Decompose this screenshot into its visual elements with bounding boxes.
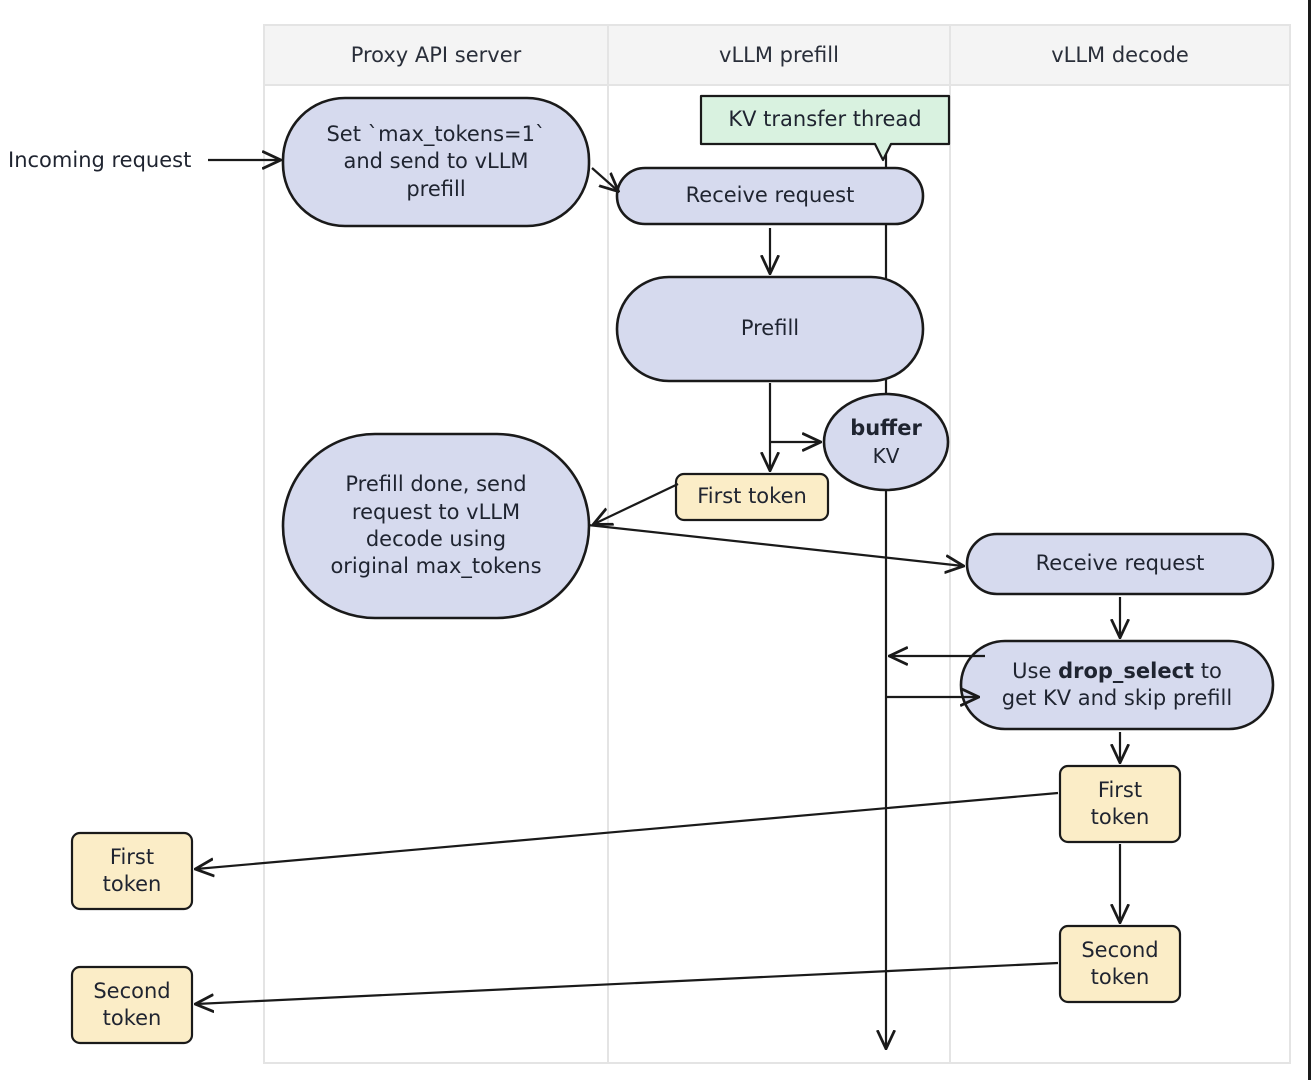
lane-title-proxy: Proxy API server — [350, 43, 522, 67]
decode-drop-select-shape — [959, 639, 1275, 731]
prefill-first-token-shape — [674, 472, 830, 522]
edges — [196, 160, 1120, 1004]
edge-proxy-to-prefill-receive — [591, 167, 618, 191]
decode-receive-request-shape — [965, 532, 1275, 596]
decode-first-token-shape — [1058, 764, 1182, 844]
edge-decode-second-token-out — [196, 961, 1059, 1004]
kv-transfer-thread-shape — [699, 94, 951, 162]
lane-title-prefill: vLLM prefill — [719, 43, 839, 67]
lane-title-decode: vLLM decode — [1051, 43, 1189, 67]
proxy-set-max-tokens-shape — [281, 96, 591, 228]
proxy-prefill-done-shape — [281, 432, 591, 620]
edge-first-token-to-proxy — [594, 483, 679, 524]
edge-proxy-to-decode-receive — [587, 523, 963, 566]
out-first-token-shape — [70, 831, 194, 911]
out-second-token-shape — [70, 965, 194, 1045]
edge-decode-first-token-out — [196, 791, 1059, 869]
page-right-border — [1308, 0, 1311, 1080]
incoming-request-label: Incoming request — [8, 148, 192, 172]
prefill-receive-request-shape — [615, 166, 925, 226]
node-shapes — [70, 94, 1275, 1045]
buffer-kv-shape — [822, 392, 950, 492]
prefill-prefill-shape — [615, 275, 925, 383]
decode-second-token-shape — [1058, 924, 1182, 1004]
